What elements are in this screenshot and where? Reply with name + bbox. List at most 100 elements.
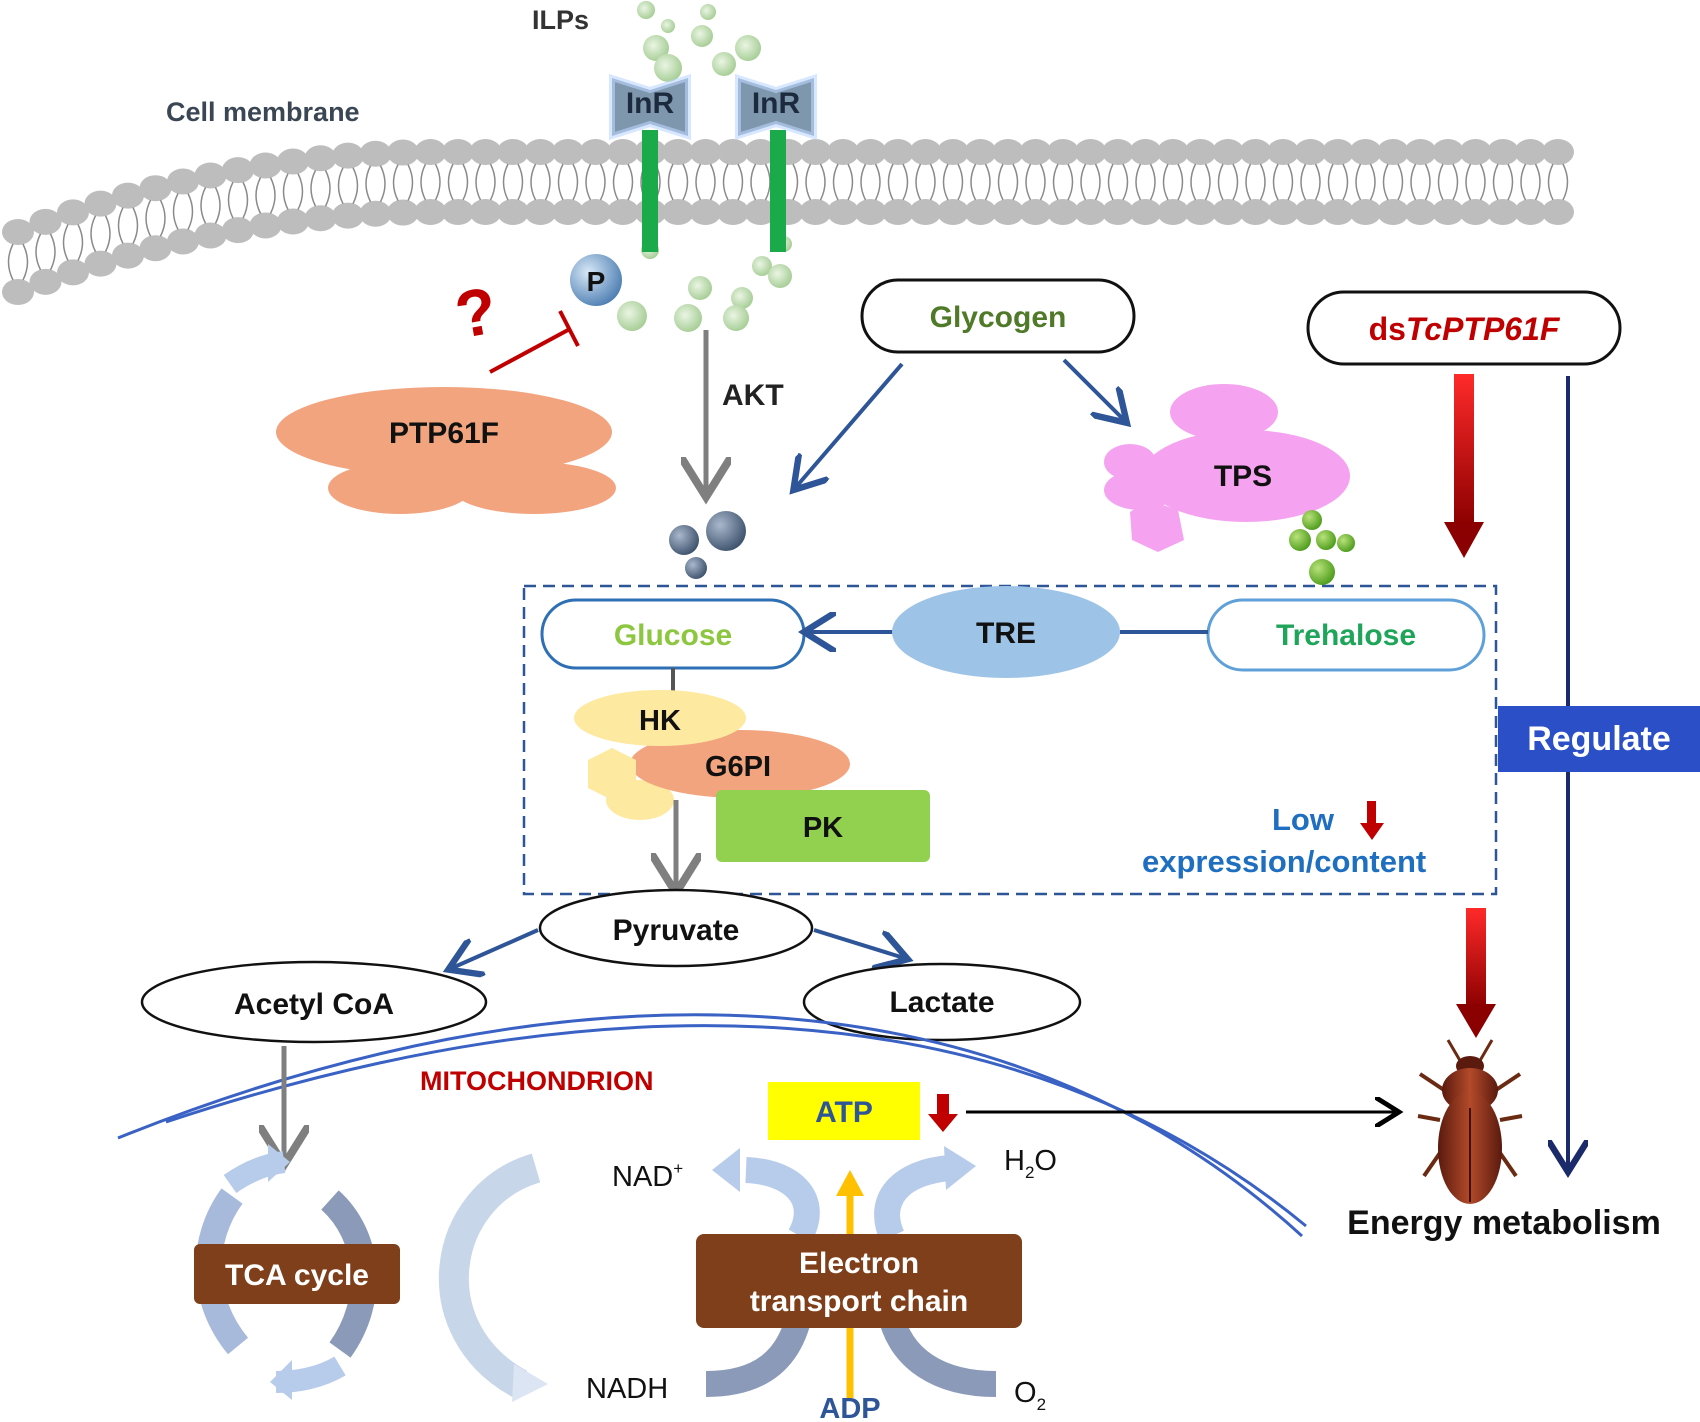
inhibition-bar	[558, 310, 580, 347]
lipid-head	[497, 199, 529, 225]
lipid-tail	[737, 163, 744, 201]
lipid-head	[1404, 199, 1437, 225]
lipid-tail	[365, 165, 372, 203]
nadh-crescent-arrow	[438, 1153, 541, 1398]
lipid-head	[1019, 139, 1052, 165]
ilp-dot	[654, 54, 682, 82]
lipid-head	[1514, 139, 1547, 165]
lipid-tail	[929, 163, 936, 201]
lipid-tail	[1190, 163, 1197, 201]
lipid-head	[1212, 139, 1244, 165]
lipid-head	[277, 208, 309, 235]
lipid-tail	[297, 173, 304, 210]
insulin-receptor-left: InR	[609, 73, 691, 252]
electron-transport-chain-box	[696, 1234, 1022, 1328]
lipid-head	[167, 228, 199, 255]
pyruvate-to-lactate-arrow	[813, 928, 904, 958]
pyruvate-label: Pyruvate	[613, 914, 740, 947]
lipid-tail	[599, 163, 606, 201]
ilp-dot	[674, 304, 702, 332]
ptp61f-protein: PTP61F	[276, 387, 616, 514]
lipid-head	[1157, 139, 1189, 165]
lipid-tail	[1012, 163, 1019, 201]
pyruvate-to-acetylcoa-arrow	[452, 928, 539, 968]
lipid-head	[689, 139, 722, 165]
lipid-head	[249, 152, 282, 179]
trehalose-molecule-dots	[1289, 510, 1355, 585]
lipid-head	[1267, 139, 1299, 165]
ilp-dot	[691, 25, 713, 47]
lipid-head	[579, 199, 612, 225]
ilps-label: ILPs	[532, 5, 589, 35]
tps-label: TPS	[1214, 460, 1272, 493]
ilp-dot	[700, 4, 716, 20]
lipid-tail	[1562, 163, 1569, 201]
lipid-head	[332, 202, 364, 229]
lipid-tail	[984, 163, 991, 201]
lipid-head	[937, 199, 969, 225]
lipid-head	[1129, 199, 1162, 225]
lipid-tail	[722, 163, 729, 201]
ilp-dot	[688, 276, 712, 300]
phosphate-ball	[570, 254, 622, 306]
lipid-tail	[145, 199, 152, 237]
lipid-head	[84, 190, 117, 217]
ilp-dot	[731, 287, 753, 309]
lipid-head	[1487, 139, 1519, 165]
lipid-head	[57, 259, 89, 286]
tca-arrowhead-top	[268, 1144, 290, 1182]
trehalose-node	[1206, 598, 1486, 672]
lipid-head	[579, 139, 612, 165]
lipid-tail	[1547, 163, 1554, 201]
lipid-tail	[62, 224, 69, 261]
phospho-label: P	[587, 266, 606, 297]
lipid-tail	[35, 233, 42, 271]
lipid-head	[1102, 139, 1134, 165]
lipid-tail	[172, 193, 179, 230]
lipid-tail	[310, 169, 317, 207]
lipid-head	[1239, 139, 1272, 165]
lipid-head	[1487, 199, 1519, 225]
ilp-dot	[752, 256, 772, 276]
lipid-head	[1212, 199, 1244, 225]
nad-plus-label: NAD+	[612, 1159, 683, 1193]
lipid-tail	[200, 187, 207, 224]
lipid-tail	[1122, 163, 1129, 201]
tps-protein: TPS	[1104, 384, 1350, 552]
lipid-head	[57, 199, 89, 226]
lipid-tail	[1479, 163, 1486, 201]
lipid-tail	[7, 243, 14, 281]
g6pi-label: G6PI	[705, 751, 771, 783]
lipid-tail	[792, 163, 799, 201]
glycogen-to-tps-arrow	[1062, 358, 1124, 420]
lipid-tail	[227, 181, 234, 219]
glucose-molecule-dots	[669, 511, 746, 579]
lipid-tail	[1025, 163, 1032, 201]
lipid-tail	[489, 163, 496, 201]
hk-label: HK	[639, 705, 681, 737]
lipid-head	[139, 235, 172, 262]
lipid-head	[2, 279, 34, 305]
pk-label: PK	[803, 812, 843, 844]
lactate-node	[802, 962, 1082, 1042]
lipid-head	[194, 162, 227, 189]
lipid-head	[524, 199, 557, 225]
lipid-tail	[447, 163, 454, 201]
lipid-tail	[1465, 163, 1472, 201]
lipid-tail	[475, 163, 482, 201]
lipid-tail	[1534, 163, 1541, 201]
lipid-head	[414, 199, 447, 226]
lipid-head	[992, 139, 1024, 165]
lipid-head	[167, 168, 199, 195]
lipid-head	[194, 222, 227, 249]
lipid-head	[112, 182, 144, 209]
lipid-tail	[187, 193, 194, 230]
adp-to-atp-arrowhead	[836, 1170, 864, 1196]
red-down-arrow-lower	[1456, 908, 1496, 1038]
lipid-head	[497, 139, 529, 165]
glycolysis-dashed-region	[522, 584, 1498, 896]
h2o-arrowhead	[944, 1146, 976, 1190]
mitochondrion-outer-membrane	[117, 1013, 1304, 1238]
lipid-tail	[530, 163, 537, 201]
